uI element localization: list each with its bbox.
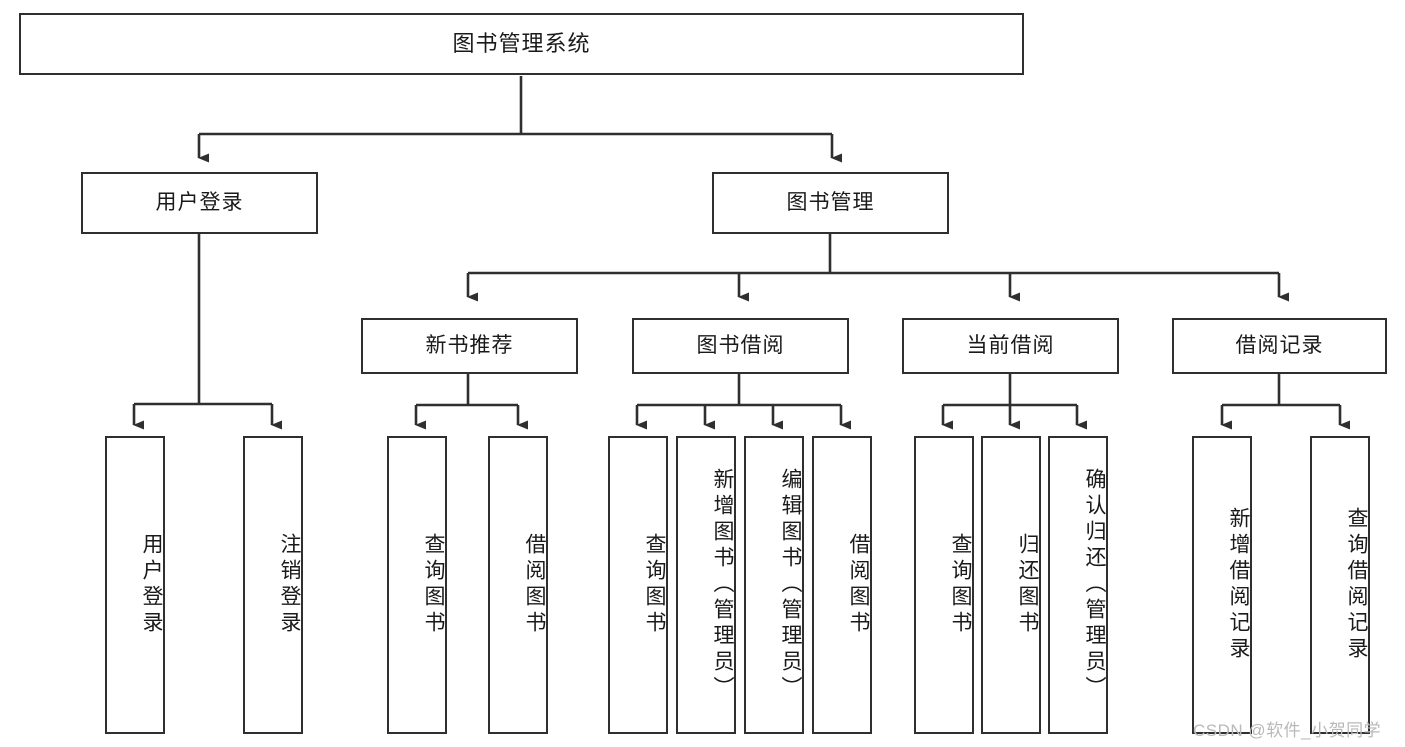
node-label: 查询图书	[422, 533, 445, 637]
node-label: 当前借阅	[966, 334, 1055, 358]
node-label: 用户登录	[155, 191, 244, 215]
node-label: 借阅图书	[523, 533, 546, 637]
node-leaf-add-book[interactable]: 新增图书（管理员）	[676, 436, 736, 734]
node-leaf-add-record[interactable]: 新增借阅记录	[1192, 436, 1252, 734]
node-label: 查询借阅记录	[1345, 507, 1368, 663]
node-borrow-record[interactable]: 借阅记录	[1172, 318, 1387, 374]
node-leaf-borrow-book-1[interactable]: 借阅图书	[488, 436, 548, 734]
node-leaf-edit-book[interactable]: 编辑图书（管理员）	[744, 436, 804, 734]
node-leaf-query-book-3[interactable]: 查询图书	[914, 436, 974, 734]
node-root-book-management-system[interactable]: 图书管理系统	[19, 13, 1024, 75]
node-leaf-query-record[interactable]: 查询借阅记录	[1310, 436, 1370, 734]
node-label: 新增图书（管理员）	[711, 468, 734, 702]
node-leaf-query-book-2[interactable]: 查询图书	[608, 436, 668, 734]
node-label: 编辑图书（管理员）	[779, 468, 802, 702]
node-label: 新书推荐	[425, 334, 514, 358]
node-leaf-borrow-book-2[interactable]: 借阅图书	[812, 436, 872, 734]
node-label: 图书管理系统	[452, 30, 591, 56]
node-label: 图书借阅	[696, 334, 785, 358]
node-label: 查询图书	[643, 533, 666, 637]
node-leaf-confirm-return[interactable]: 确认归还（管理员）	[1048, 436, 1108, 734]
node-leaf-return-book[interactable]: 归还图书	[981, 436, 1041, 734]
node-label: 新增借阅记录	[1227, 507, 1250, 663]
node-leaf-user-login[interactable]: 用户登录	[105, 436, 165, 734]
node-label: 确认归还（管理员）	[1083, 468, 1106, 702]
node-leaf-query-book-1[interactable]: 查询图书	[387, 436, 447, 734]
node-label: 用户登录	[140, 533, 163, 637]
node-label: 查询图书	[949, 533, 972, 637]
node-new-book-recommend[interactable]: 新书推荐	[361, 318, 578, 374]
node-label: 借阅记录	[1235, 334, 1324, 358]
node-label: 图书管理	[786, 191, 875, 215]
node-label: 借阅图书	[847, 533, 870, 637]
node-label: 归还图书	[1016, 533, 1039, 637]
node-leaf-logout[interactable]: 注销登录	[243, 436, 303, 734]
node-user-login[interactable]: 用户登录	[81, 172, 318, 234]
node-book-borrow[interactable]: 图书借阅	[632, 318, 849, 374]
node-book-manage[interactable]: 图书管理	[712, 172, 949, 234]
node-label: 注销登录	[278, 533, 301, 637]
node-current-borrow[interactable]: 当前借阅	[902, 318, 1119, 374]
csdn-watermark: CSDN @软件_小贺同学	[1193, 721, 1382, 740]
